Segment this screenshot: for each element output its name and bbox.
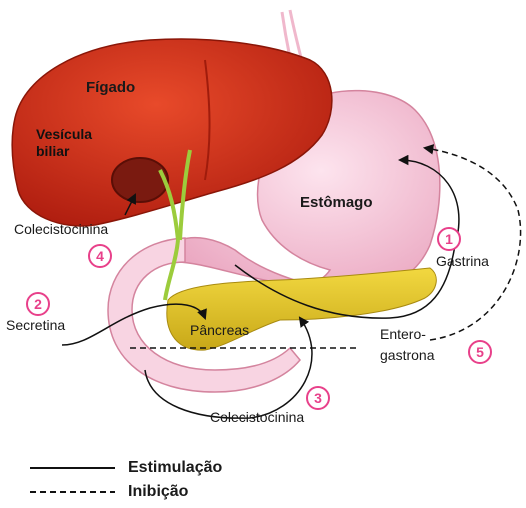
marker-5: 5: [468, 340, 492, 364]
gallbladder-label-1: Vesícula: [36, 127, 92, 141]
enterogastrone-label-1: Entero-: [380, 327, 426, 341]
marker-2: 2: [26, 292, 50, 316]
legend-inhibition-label: Inibição: [128, 484, 188, 500]
pancreas-label: Pâncreas: [190, 323, 249, 337]
cholecystokinin-top-label: Colecistocinina: [14, 222, 108, 236]
liver-label: Fígado: [86, 80, 135, 95]
marker-1: 1: [437, 227, 461, 251]
marker-3: 3: [306, 386, 330, 410]
secretin-label: Secretina: [6, 318, 65, 332]
gallbladder-shape: [112, 158, 168, 202]
legend-stimulation-label: Estimulação: [128, 460, 222, 476]
enterogastrone-label-2: gastrona: [380, 348, 434, 362]
marker-4: 4: [88, 244, 112, 268]
gastrin-label: Gastrina: [436, 254, 489, 268]
stomach-label: Estômago: [300, 195, 373, 210]
cholecystokinin-bottom-label: Colecistocinina: [210, 410, 304, 424]
gallbladder-label-2: biliar: [36, 144, 69, 158]
